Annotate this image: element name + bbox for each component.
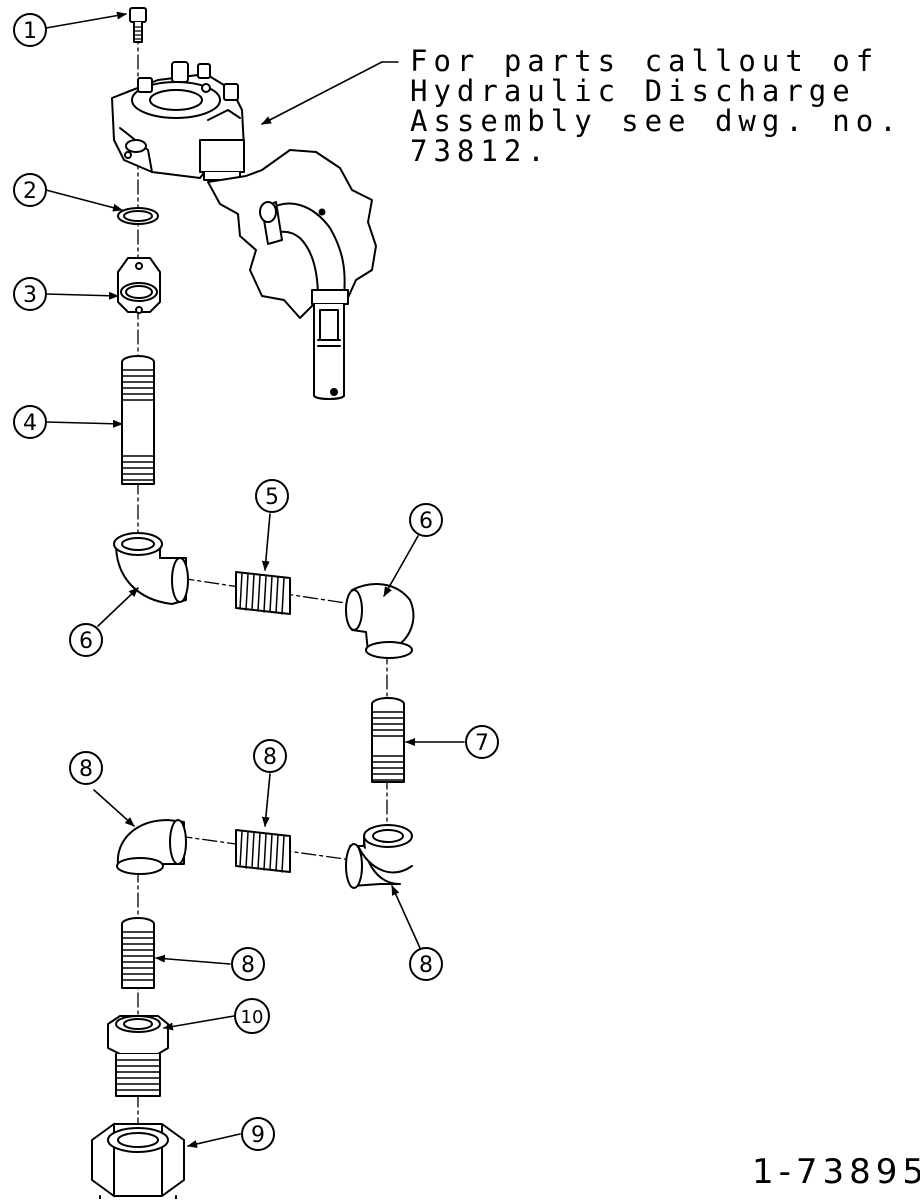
bushing-part	[107, 1015, 169, 1097]
close-nipple-part	[235, 829, 291, 873]
callout-4: 7	[465, 725, 499, 759]
svg-text:1: 1	[23, 19, 37, 44]
close-nipple-part	[235, 571, 291, 615]
svg-text:7: 7	[475, 731, 489, 756]
svg-text:8: 8	[419, 953, 433, 978]
elbow-fitting	[113, 532, 189, 605]
callout-8-upper-left: 6	[69, 623, 103, 657]
long-nipple-part	[121, 355, 155, 485]
callout-10: 10	[234, 998, 270, 1034]
svg-text:10: 10	[241, 1007, 264, 1028]
svg-text:4: 4	[23, 411, 37, 436]
bolt-part	[129, 7, 147, 43]
flange-part	[117, 257, 161, 314]
callout-8-lower-left: 8	[69, 751, 103, 785]
callout-balloons: 1 2 3 4 5 6 6 7 8 8 8 8 10 9	[13, 13, 499, 1151]
svg-text:8: 8	[263, 745, 277, 770]
elbow-fitting	[345, 824, 413, 889]
callout-8-lower-right: 8	[409, 947, 443, 981]
elbow-fitting	[345, 583, 415, 659]
svg-text:6: 6	[79, 629, 93, 654]
note-line: For parts callout of	[410, 44, 880, 78]
svg-text:6: 6	[419, 509, 433, 534]
callout-1: 3	[13, 277, 47, 311]
nipple-part-4	[371, 697, 405, 783]
gasket-part	[117, 207, 159, 225]
note-line: 73812.	[410, 134, 551, 168]
drawing-number: 1-73895	[752, 1152, 920, 1192]
hydraulic-discharge-assembly	[111, 61, 377, 400]
elbow-fitting	[116, 819, 187, 875]
callout-6-upper: 5	[255, 479, 289, 513]
svg-text:8: 8	[241, 953, 255, 978]
svg-text:2: 2	[23, 179, 37, 204]
svg-text:8: 8	[79, 757, 93, 782]
svg-text:3: 3	[23, 283, 37, 308]
leader-lines	[45, 11, 465, 1148]
svg-text:5: 5	[265, 485, 279, 510]
callout-3: 1	[13, 13, 47, 47]
svg-text:9: 9	[251, 1123, 265, 1148]
note-line: Hydraulic Discharge	[410, 74, 856, 108]
callout-5: 8	[231, 947, 265, 981]
callout-7: 4	[13, 405, 47, 439]
callout-8-upper-right: 6	[409, 503, 443, 537]
note-line: Assembly see dwg. no.	[410, 104, 903, 138]
callout-9: 9	[241, 1117, 275, 1151]
callout-2: 2	[13, 173, 47, 207]
callout-6-lower: 8	[253, 739, 287, 773]
short-nipple-part	[121, 917, 155, 989]
union-part	[91, 1123, 185, 1200]
